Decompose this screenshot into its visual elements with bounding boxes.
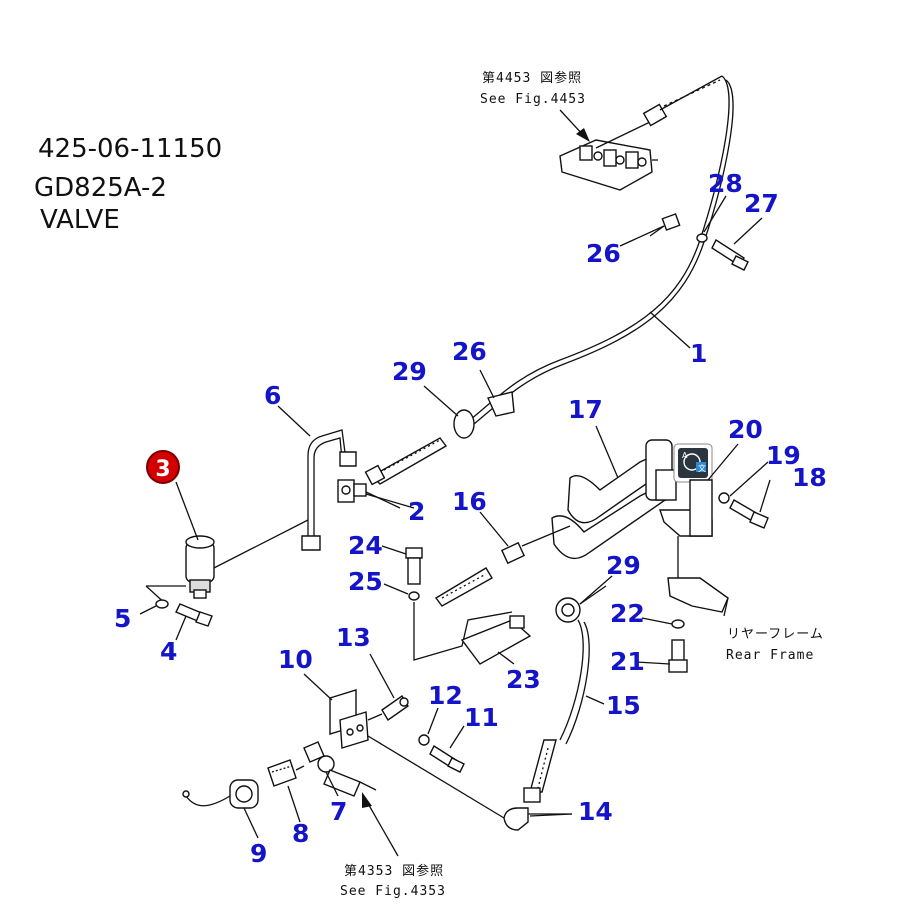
washer-12 (418, 734, 430, 746)
ref-bottom-jp: 第4353 図参照 (344, 863, 444, 879)
callout-1[interactable]: 1 (690, 339, 707, 368)
arrow-bottom-ref (362, 792, 399, 857)
fitting-13 (367, 694, 409, 722)
bracket-10 (329, 689, 505, 819)
bracket-20 (659, 479, 713, 578)
callout-26-lower[interactable]: 26 (452, 337, 487, 366)
part-number: 425-06-11150 (38, 134, 223, 164)
washer-25 (408, 591, 420, 601)
ref-bottom-en: See Fig.4353 (340, 884, 446, 899)
air-horn-17 (551, 439, 677, 560)
connector-2 (337, 479, 401, 509)
callout-22[interactable]: 22 (610, 599, 645, 628)
callout-5[interactable]: 5 (114, 604, 131, 633)
ref-rear-frame-en: Rear Frame (726, 648, 814, 663)
callout-14[interactable]: 14 (578, 797, 613, 826)
callout-24[interactable]: 24 (348, 531, 383, 560)
clamp-29-lower (555, 585, 607, 623)
hose-clip-26-upper (649, 213, 681, 237)
fitting-7 (303, 741, 377, 797)
callout-27[interactable]: 27 (744, 189, 779, 218)
washer-5 (155, 599, 169, 609)
top-valve-assembly (559, 139, 658, 191)
callout-25[interactable]: 25 (348, 567, 383, 596)
plug-8 (267, 759, 305, 787)
washer-22 (671, 619, 685, 629)
leader-lines (139, 195, 771, 839)
callout-7[interactable]: 7 (330, 797, 347, 826)
air-hose-15 (523, 619, 590, 803)
air-hose-1 (469, 75, 734, 425)
callout-4[interactable]: 4 (160, 637, 177, 666)
ref-rear-frame-jp: リヤーフレーム (727, 627, 824, 642)
callout-18[interactable]: 18 (792, 463, 827, 492)
sensor-9 (182, 779, 259, 809)
bolt-11 (429, 744, 465, 773)
callout-11[interactable]: 11 (464, 703, 499, 732)
ref-top-en: See Fig.4453 (480, 92, 586, 107)
callout-20[interactable]: 20 (728, 415, 763, 444)
callout-23[interactable]: 23 (506, 665, 541, 694)
callout-29-upper[interactable]: 29 (392, 357, 427, 386)
callout-2[interactable]: 2 (408, 497, 425, 526)
solenoid-valve-3 (145, 535, 215, 607)
model-name: GD825A-2 (34, 173, 167, 203)
svg-text:A: A (682, 451, 688, 460)
callout-16[interactable]: 16 (452, 487, 487, 516)
callout-28[interactable]: 28 (708, 169, 743, 198)
rear-frame-plate (667, 577, 729, 617)
tube-fitting-29 (364, 409, 475, 486)
bolt-4 (175, 603, 213, 627)
callout-17[interactable]: 17 (568, 395, 603, 424)
elbow-14 (503, 807, 572, 831)
washer-28 (696, 233, 708, 243)
callout-10[interactable]: 10 (278, 645, 313, 674)
air-line-to-valve (209, 519, 309, 571)
bolt-27 (711, 238, 749, 271)
group-name: VALVE (40, 205, 120, 235)
bolt-21 (668, 639, 688, 673)
callout-labels: 1 2 3 4 5 6 7 8 9 10 11 12 13 14 15 16 1… (114, 169, 827, 868)
callout-26-upper[interactable]: 26 (586, 239, 621, 268)
callout-13[interactable]: 13 (336, 623, 371, 652)
callout-15[interactable]: 15 (606, 691, 641, 720)
arrow-top-ref (559, 109, 590, 142)
callout-6[interactable]: 6 (264, 381, 281, 410)
bolt-18 (729, 499, 769, 529)
bracket-23 (413, 602, 532, 665)
callout-8[interactable]: 8 (292, 819, 309, 848)
translate-icon[interactable]: A 文 (673, 443, 713, 483)
callout-3-highlight[interactable]: 3 (146, 450, 180, 484)
callout-19[interactable]: 19 (766, 441, 801, 470)
callout-29-lower[interactable]: 29 (606, 551, 641, 580)
ref-top-jp: 第4453 図参照 (482, 70, 582, 86)
bolt-24 (405, 547, 423, 585)
washer-19 (718, 492, 730, 504)
svg-text:文: 文 (698, 463, 706, 473)
callout-3[interactable]: 3 (155, 457, 170, 482)
callout-21[interactable]: 21 (610, 647, 645, 676)
hose-clip-26-lower (487, 391, 515, 417)
callout-12[interactable]: 12 (428, 681, 463, 710)
tube-6 (301, 429, 357, 551)
fitting-16 (434, 525, 571, 607)
callout-9[interactable]: 9 (250, 839, 267, 868)
